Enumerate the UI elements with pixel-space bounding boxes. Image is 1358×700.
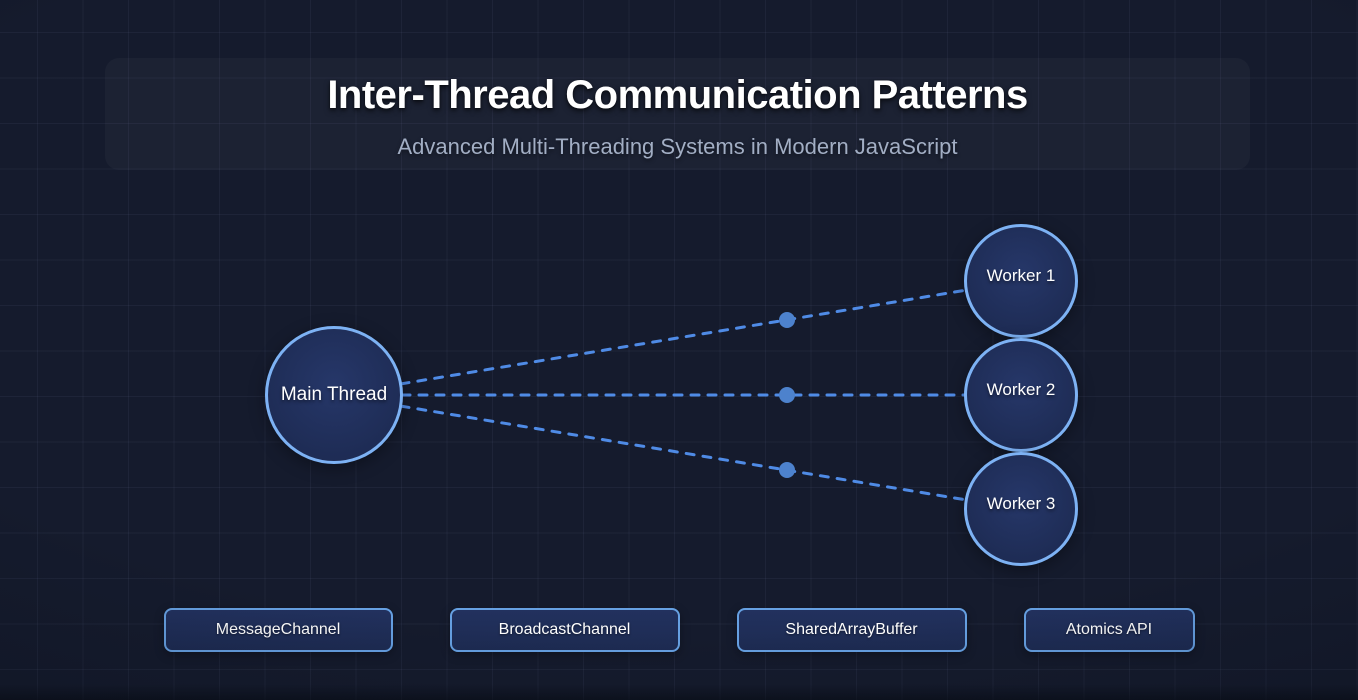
main-thread-label: Main Thread (280, 384, 388, 405)
page-subtitle: Advanced Multi-Threading Systems in Mode… (397, 134, 958, 159)
message-packet-dot (779, 312, 795, 328)
worker-1-label: Worker 1 (986, 266, 1056, 285)
connection-line-worker-1 (332, 279, 1023, 397)
message-packet-dot (779, 462, 795, 478)
worker-3-label: Worker 3 (986, 494, 1056, 513)
pattern-button-atomics-api[interactable]: Atomics API (1023, 608, 1195, 652)
main-thread-node: Main Thread (265, 326, 403, 464)
pattern-button-broadcastchannel[interactable]: BroadcastChannel (449, 608, 680, 652)
page-title: Inter-Thread Communication Patterns (327, 73, 1028, 117)
worker-2-node: Worker 2 (964, 338, 1078, 452)
patterns-row: MessageChannel BroadcastChannel SharedAr… (0, 608, 1358, 652)
header-panel: Inter-Thread Communication Patterns Adva… (105, 58, 1250, 170)
worker-2-label: Worker 2 (986, 380, 1056, 399)
worker-1-node: Worker 1 (964, 224, 1078, 338)
message-packet-dot (779, 387, 795, 403)
pattern-button-sharedarraybuffer[interactable]: SharedArrayBuffer (736, 608, 967, 652)
pattern-button-messagechannel[interactable]: MessageChannel (163, 608, 393, 652)
worker-3-node: Worker 3 (964, 452, 1078, 566)
connection-line-worker-3 (332, 393, 1023, 511)
